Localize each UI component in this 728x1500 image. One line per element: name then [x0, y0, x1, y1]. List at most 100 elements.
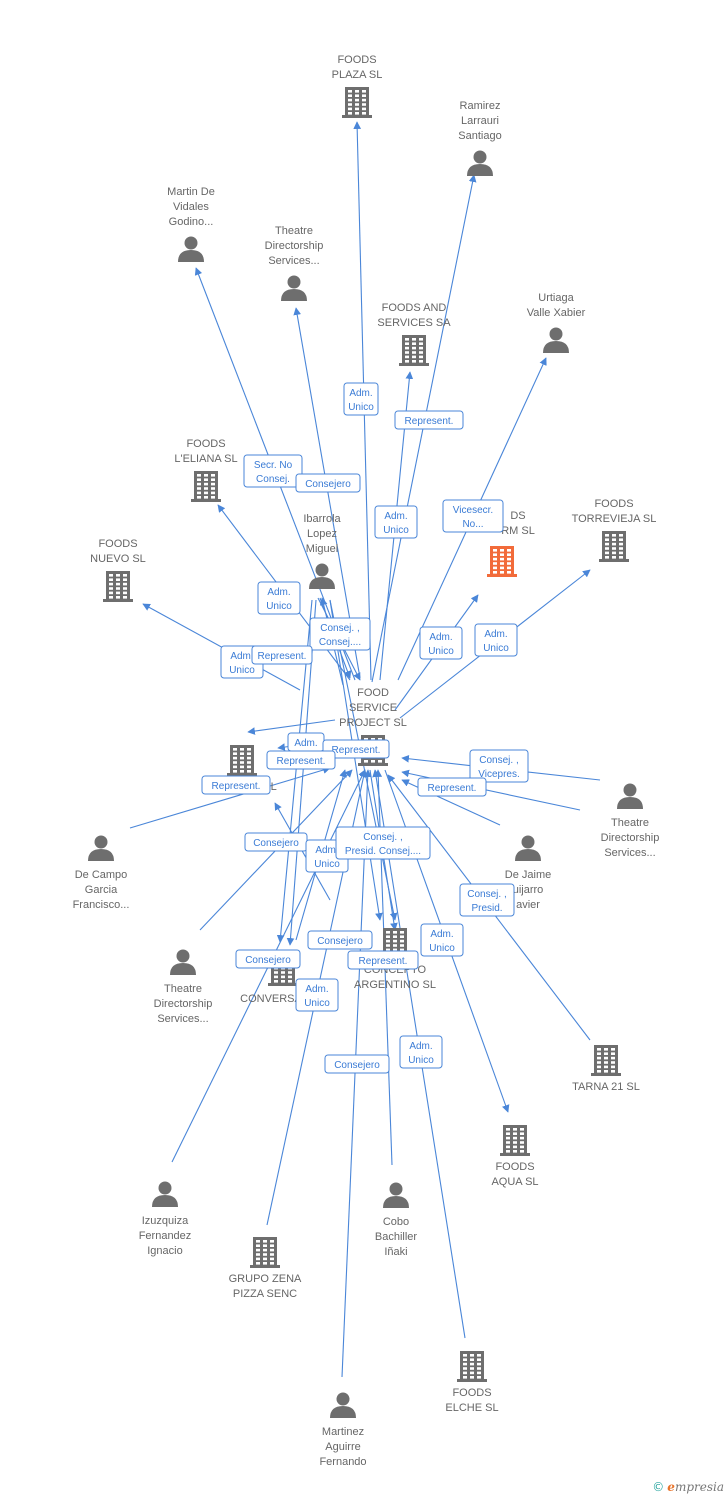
edge-label-text: Adm. [305, 984, 328, 995]
node-label: GRUPO ZENA [229, 1273, 302, 1285]
edge-label-l28[interactable]: Adm.Unico [399, 1035, 443, 1069]
building-icon [599, 531, 629, 562]
edge-label-text: Secr. No [254, 460, 293, 471]
edge-label-l17[interactable]: Represent. [201, 775, 271, 795]
edge-label-l24[interactable]: Consejero [307, 930, 373, 950]
edge-label-text: Consej. , [479, 755, 518, 766]
node-label: Santiago [458, 130, 501, 142]
edge-label-text: Adm. [484, 629, 507, 640]
edge-label-l2[interactable]: Represent. [394, 410, 464, 430]
node-label: FOOD [357, 687, 389, 699]
edge-label-box [251, 645, 313, 665]
edge-label-l8[interactable]: Consej. ,Consej.... [309, 617, 371, 651]
node-label: Izuzquiza [142, 1215, 189, 1227]
edge-line [129, 766, 331, 829]
edge-label-text: Unico [429, 943, 455, 954]
company-node-nuevo[interactable]: FOODS NUEVO SL [90, 538, 146, 602]
edge-label-l25[interactable]: Consejero [235, 949, 301, 969]
edge-label-text: Represent. [428, 783, 477, 794]
edge-label-l5[interactable]: Adm.Unico [374, 505, 418, 539]
edge-label-l27[interactable]: Adm.Unico [295, 978, 339, 1012]
person-node-theatre3[interactable]: TheatreDirectorshipServices... [154, 949, 213, 1026]
person-icon [152, 1181, 178, 1207]
company-node-tarna[interactable]: TARNA 21 SL [572, 1045, 640, 1093]
person-node-decampo[interactable]: De CampoGarciaFrancisco... [73, 835, 130, 912]
edge-label-l19[interactable]: Consejero [244, 832, 308, 852]
edge-line [293, 307, 361, 679]
node-label: De Jaime [505, 869, 551, 881]
edge-label-l23[interactable]: Adm.Unico [420, 923, 464, 957]
node-label: Directorship [154, 998, 213, 1010]
edge-label-text: Represent. [212, 781, 261, 792]
edge-label-l9[interactable]: Adm.Unico [419, 626, 463, 660]
edge-label-box [335, 826, 431, 860]
copyright-mark: © [652, 1480, 665, 1494]
edge-label-l29[interactable]: Consejero [324, 1054, 390, 1074]
node-label: Services... [604, 847, 655, 859]
edge-label-l26[interactable]: Represent. [347, 950, 419, 970]
person-node-theatre2[interactable]: TheatreDirectorshipServices... [601, 783, 660, 860]
edge-label-l18[interactable]: Represent. [417, 777, 487, 797]
person-node-martin[interactable]: Martin DeVidalesGodino... [167, 186, 215, 262]
edge-label-l10[interactable]: Adm. Unico [474, 623, 518, 657]
person-node-theatre1[interactable]: TheatreDirectorshipServices... [265, 225, 324, 301]
node-label: Godino... [169, 216, 214, 228]
building-icon [500, 1125, 530, 1156]
building-icon [250, 1237, 280, 1268]
node-label: Theatre [275, 225, 313, 237]
edge-label-box [419, 626, 463, 660]
edge-label-box [343, 382, 379, 416]
edge-label-l12[interactable]: Represent. [251, 645, 313, 665]
person-icon [178, 236, 204, 262]
edge-label-l21[interactable]: Consej. ,Presid. Consej.... [335, 826, 431, 860]
edge-label-l4[interactable]: Consejero [295, 473, 361, 493]
node-label: Theatre [611, 817, 649, 829]
edge-label-l13[interactable]: Adm. [287, 732, 325, 752]
edge-label-box [243, 454, 303, 488]
edge-label-l6[interactable]: Vicesecr.No... [442, 499, 504, 533]
node-label: avier [516, 899, 540, 911]
edge-label-box [399, 1035, 443, 1069]
node-label: Martin De [167, 186, 215, 198]
edge-label-box [322, 739, 390, 759]
edge-label-text: Adm. [294, 738, 317, 749]
edge-label-box [295, 473, 361, 493]
edge-label-l15[interactable]: Represent. [266, 750, 336, 770]
edge-label-text: Consejero [305, 479, 351, 490]
edge-label-l14[interactable]: Represent. [322, 739, 390, 759]
edge-label-text: Unico [483, 643, 509, 654]
building-icon [399, 335, 429, 366]
edge-label-box [257, 581, 301, 615]
node-label: FOODS [98, 538, 137, 550]
edge-label-l7[interactable]: Adm.Unico [257, 581, 301, 615]
person-icon [515, 835, 541, 861]
node-label: NUEVO SL [90, 553, 146, 565]
edge-label-text: Adm. [267, 587, 290, 598]
edge-line [329, 599, 383, 921]
edge-label-box [309, 617, 371, 651]
edge-label-text: Presid. Consej.... [345, 846, 421, 857]
building-icon [191, 471, 221, 502]
edge-label-box [307, 930, 373, 950]
brand-text: mpresia [674, 1480, 724, 1494]
edge-label-l1[interactable]: Adm.Unico [343, 382, 379, 416]
edge-label-l16[interactable]: Consej. ,Vicepres. [469, 749, 529, 783]
edge-label-l22[interactable]: Consej. ,Presid. [459, 883, 515, 917]
empresia-brand[interactable]: ©empresia [652, 1480, 724, 1494]
